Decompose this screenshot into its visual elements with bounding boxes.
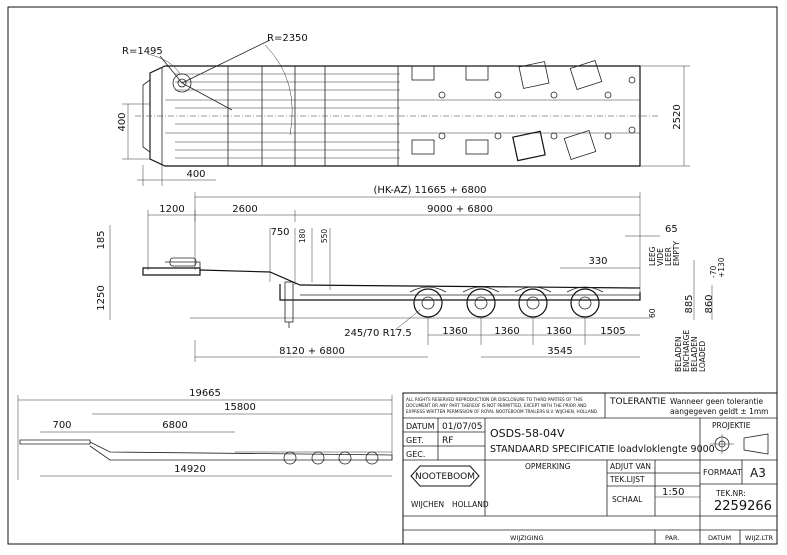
top-wheels bbox=[411, 60, 636, 162]
copyright-notice: ALL RIGHTS RESERVED REPRODUCTION OR DISC… bbox=[406, 397, 598, 414]
svg-text:EXPRESS WRITTEN PERMISSION OF: EXPRESS WRITTEN PERMISSION OF ROYAL NOOT… bbox=[406, 409, 598, 414]
teklijst-label: TEK.LIJST bbox=[609, 475, 645, 484]
side-wheels bbox=[409, 286, 604, 318]
plus-130: +130 bbox=[717, 257, 726, 278]
small-view: 19665 15800 700 6800 14920 bbox=[17, 388, 393, 480]
opmerking-label: OPMERKING bbox=[525, 462, 571, 471]
get-value: RF bbox=[442, 436, 453, 446]
axle-spacing-1: 1360 bbox=[442, 326, 467, 337]
overall-length: (HK-AZ) 11665 + 6800 bbox=[373, 185, 486, 196]
radius-2350: R=2350 bbox=[267, 33, 308, 44]
tolerantie-label: TOLERANTIE bbox=[609, 397, 666, 407]
beladen-label: BELADEN ENCHARGE BELADEN LOADED bbox=[674, 330, 707, 372]
dim-400-vertical: 400 bbox=[117, 112, 128, 131]
svg-text:LEEG: LEEG bbox=[648, 246, 657, 266]
wijchen-text: WIJCHEN bbox=[411, 500, 444, 509]
axle-spacing-3: 1360 bbox=[546, 326, 571, 337]
radius-1495: R=1495 bbox=[122, 46, 163, 57]
dim-400-horizontal: 400 bbox=[186, 169, 205, 180]
svg-text:VIDE: VIDE bbox=[656, 248, 665, 266]
svg-text:ALL RIGHTS RESERVED REPRODUCTI: ALL RIGHTS RESERVED REPRODUCTION OR DISC… bbox=[406, 397, 583, 402]
svg-text:EMPTY: EMPTY bbox=[672, 241, 681, 266]
svg-text:BELADEN: BELADEN bbox=[674, 337, 683, 373]
dim-1200: 1200 bbox=[159, 204, 184, 215]
dim-330: 330 bbox=[588, 256, 607, 267]
leeg-label: LEEG VIDE LEER EMPTY bbox=[648, 241, 681, 266]
axle-spacing-4: 1505 bbox=[600, 326, 625, 337]
dim-60: 60 bbox=[648, 308, 657, 318]
side-view: (HK-AZ) 11665 + 6800 1200 2600 9000 + 68… bbox=[96, 185, 726, 372]
adjust-label: ADJUT VAN bbox=[610, 462, 651, 471]
dim-860: 860 bbox=[704, 294, 715, 313]
holland-text: HOLLAND bbox=[452, 500, 489, 509]
wijz-ltr-label: WIJZ.LTR bbox=[745, 534, 773, 542]
dim-185: 185 bbox=[96, 230, 107, 249]
title-block: ALL RIGHTS RESERVED REPRODUCTION OR DISC… bbox=[402, 392, 778, 545]
formaat-label: FORMAAT bbox=[703, 468, 742, 477]
tolerantie-text-1: Wanneer geen tolerantie bbox=[670, 397, 764, 406]
projection-symbol bbox=[710, 433, 769, 455]
deck-length: 9000 + 6800 bbox=[427, 204, 493, 215]
svg-text:BELADEN: BELADEN bbox=[690, 337, 699, 373]
dim-2600: 2600 bbox=[232, 204, 257, 215]
formaat-value: A3 bbox=[750, 466, 766, 480]
teknr-value: 2259266 bbox=[714, 499, 772, 514]
get-label: GET. bbox=[406, 436, 424, 445]
projektie-label: PROJEKTIE bbox=[712, 421, 751, 430]
dim-14920: 14920 bbox=[174, 464, 206, 475]
dim-6800: 6800 bbox=[162, 420, 187, 431]
drawing-frame bbox=[7, 6, 778, 545]
datum-value: 01/07/05 bbox=[442, 422, 482, 432]
schaal-value: 1:50 bbox=[662, 487, 684, 498]
gec-label: GEC. bbox=[406, 450, 425, 459]
dim-1250: 1250 bbox=[96, 285, 107, 310]
svg-text:DOCUMENT OR ANY PART THEREOF I: DOCUMENT OR ANY PART THEREOF IS NOT PERM… bbox=[406, 403, 587, 408]
tyre-size: 245/70 R17.5 bbox=[344, 328, 412, 339]
dim-180: 180 bbox=[298, 229, 307, 244]
teknr-label: TEK.NR: bbox=[715, 489, 746, 498]
dim-550: 550 bbox=[320, 229, 329, 244]
wijziging-label: WIJZIGING bbox=[510, 534, 543, 542]
drawing-description: STANDAARD SPECIFICATIE loadvloklengte 90… bbox=[490, 444, 715, 455]
dim-65: 65 bbox=[665, 224, 678, 235]
model-number: OSDS-58-04V bbox=[490, 427, 565, 440]
datum-label: DATUM bbox=[406, 422, 435, 431]
dim-750: 750 bbox=[270, 227, 289, 238]
tolerantie-text-2: aangegeven geldt ± 1mm bbox=[670, 407, 768, 416]
axle-spacing-2: 1360 bbox=[494, 326, 519, 337]
dim-8120: 8120 + 6800 bbox=[279, 346, 345, 357]
dim-885: 885 bbox=[684, 294, 695, 313]
dim-19665: 19665 bbox=[189, 388, 221, 399]
dim-2520: 2520 bbox=[672, 104, 683, 129]
minus-70: -70 bbox=[709, 266, 718, 278]
dim-700: 700 bbox=[52, 420, 71, 431]
datum2-label: DATUM bbox=[708, 534, 731, 542]
svg-text:NOOTEBOOM: NOOTEBOOM bbox=[415, 472, 475, 482]
svg-text:LOADED: LOADED bbox=[698, 341, 707, 372]
dim-3545: 3545 bbox=[547, 346, 572, 357]
dim-15800: 15800 bbox=[224, 402, 256, 413]
par-label: PAR. bbox=[665, 534, 679, 542]
kingpin bbox=[172, 73, 192, 93]
schaal-label: SCHAAL bbox=[612, 495, 643, 504]
svg-text:LEER: LEER bbox=[664, 247, 673, 266]
top-view: 400 400 R=1495 R=2350 2520 bbox=[117, 33, 690, 186]
nooteboom-logo: NOOTEBOOM bbox=[410, 465, 480, 487]
svg-text:ENCHARGE: ENCHARGE bbox=[682, 330, 691, 372]
